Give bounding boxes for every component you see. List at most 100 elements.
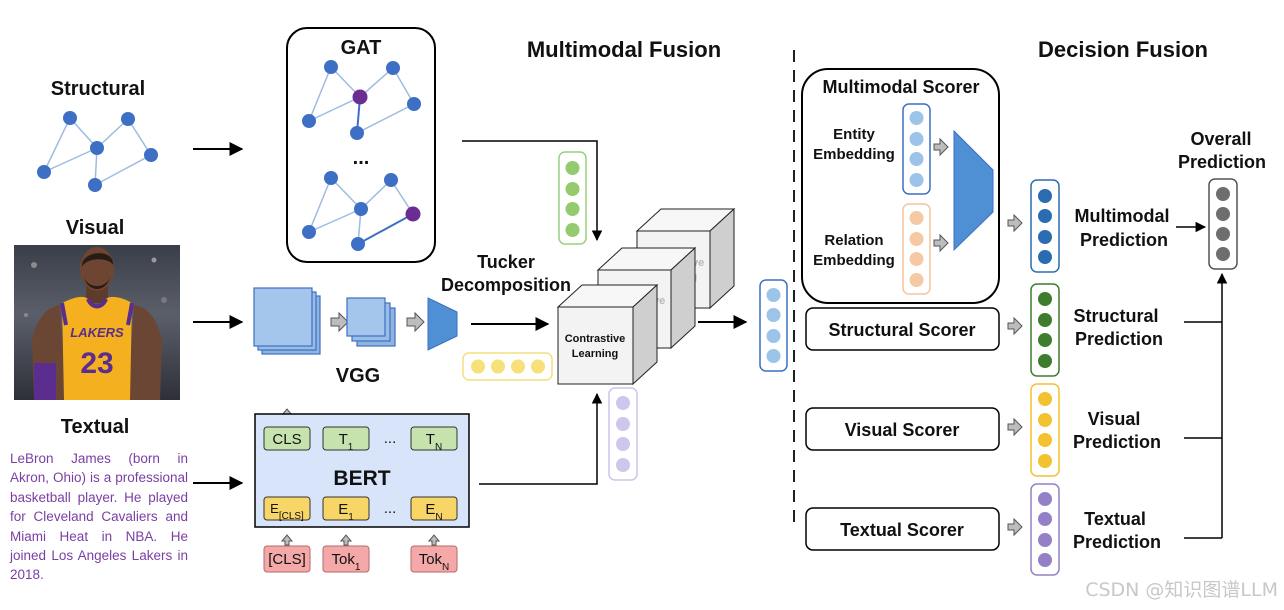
graph-node xyxy=(384,173,398,187)
bert-embedding-e1-label: E1 xyxy=(338,501,354,523)
overall-prediction-label-2: Prediction xyxy=(1178,152,1266,172)
bert-output-t1 xyxy=(322,426,370,451)
gat-to-fusion-arrow xyxy=(462,140,603,242)
bert-embedding-e1 xyxy=(322,496,370,521)
graph-node xyxy=(324,60,338,74)
bert-embedding-en-label: EN xyxy=(425,501,442,523)
graph-node xyxy=(88,178,102,192)
bert-output-cls xyxy=(263,426,311,451)
fused-feature-vector xyxy=(759,279,788,372)
bert-output-cls-label: CLS xyxy=(272,431,301,448)
contrastive-label-mid-1: Contrastive xyxy=(605,295,666,307)
graph-node xyxy=(324,171,338,185)
structural-prediction-vector xyxy=(1030,283,1060,377)
scorer-funnel xyxy=(953,129,994,252)
input-token-1-label: Tok1 xyxy=(332,551,361,573)
contrastive-label-back-2: Learning xyxy=(651,271,697,283)
vgg-block xyxy=(253,287,458,355)
structural-prediction-label-2: Prediction xyxy=(1075,329,1163,349)
bert-embedding-cls xyxy=(263,496,311,521)
bert-output-t1-label: T1 xyxy=(339,431,354,453)
graph-node xyxy=(407,97,421,111)
multimodal-scorer-label: Multimodal Scorer xyxy=(822,77,979,97)
input-token-cls-label: [CLS] xyxy=(268,551,306,568)
gat-box xyxy=(286,27,436,263)
entity-embedding-label-1: Entity xyxy=(833,126,875,143)
multimodal-fusion-title: Multimodal Fusion xyxy=(527,37,721,62)
structural-scorer-label: Structural Scorer xyxy=(828,320,975,340)
graph-node xyxy=(386,61,400,75)
relation-embedding-label-1: Relation xyxy=(824,232,883,249)
input-token-1 xyxy=(322,545,370,573)
multimodal-prediction-vector xyxy=(1030,179,1060,273)
player-illustration: LAKERS 23 xyxy=(24,247,167,400)
entity-embedding-vector xyxy=(902,103,931,195)
graph-node xyxy=(302,225,316,239)
target-node xyxy=(352,89,368,105)
graph-node xyxy=(350,126,364,140)
textual-prediction-label-1: Textual xyxy=(1084,509,1146,529)
gat-ellipsis: ... xyxy=(353,147,370,169)
bert-embedding-cls-label: E[CLS] xyxy=(270,501,304,522)
bert-embedding-ellipsis: ... xyxy=(384,500,397,517)
graph-node xyxy=(121,112,135,126)
contrastive-label-front-1: Contrastive xyxy=(565,333,626,345)
bert-embedding-en xyxy=(410,496,458,521)
entity-embedding-label-2: Embedding xyxy=(813,146,895,163)
input-token-n-label: TokN xyxy=(419,551,450,573)
decision-fusion-title: Decision Fusion xyxy=(1038,37,1208,62)
graph-node xyxy=(302,114,316,128)
structural-prediction-label-1: Structural xyxy=(1073,306,1158,326)
textual-prediction-label-2: Prediction xyxy=(1073,532,1161,552)
relation-embedding-label-2: Embedding xyxy=(813,252,895,269)
multimodal-scorer-box xyxy=(801,68,1000,304)
bio-text: LeBron James (born in Akron, Ohio) is a … xyxy=(10,451,188,583)
target-node xyxy=(405,206,421,222)
graph-node xyxy=(37,165,51,179)
overall-prediction-label-1: Overall xyxy=(1190,129,1251,149)
contrastive-cube-back: Contrastive Learning xyxy=(635,207,736,310)
bert-output-tn-label: TN xyxy=(426,431,442,453)
visual-prediction-vector xyxy=(1030,383,1060,477)
multimodal-prediction-label-1: Multimodal xyxy=(1075,206,1170,226)
bert-box xyxy=(254,413,470,528)
relation-embedding-vector xyxy=(902,203,931,295)
gat-label: GAT xyxy=(341,37,382,59)
tucker-label-line2: Decomposition xyxy=(441,275,571,295)
visual-label: Visual xyxy=(66,217,125,239)
input-token-n xyxy=(410,545,458,573)
structural-feature-vector xyxy=(558,151,587,245)
bert-label: BERT xyxy=(333,467,390,490)
graph-node xyxy=(63,111,77,125)
lebron-photo: LAKERS 23 xyxy=(14,245,180,400)
textual-scorer-label: Textual Scorer xyxy=(840,520,964,540)
visual-scorer-box xyxy=(805,407,1000,451)
bert-to-fusion-arrow xyxy=(479,392,603,485)
bert-output-tn xyxy=(410,426,458,451)
textual-prediction-vector xyxy=(1030,483,1060,576)
visual-prediction-label-2: Prediction xyxy=(1073,432,1161,452)
contrastive-cube-front: Contrastive Learning xyxy=(556,283,659,386)
visual-feature-vector xyxy=(462,352,553,381)
structural-graph-icon xyxy=(43,117,152,186)
textual-label: Textual xyxy=(61,416,130,438)
contrastive-label-front-2: Learning xyxy=(572,348,618,360)
structural-scorer-box xyxy=(805,307,1000,351)
bert-output-ellipsis: ... xyxy=(384,430,397,447)
visual-scorer-label: Visual Scorer xyxy=(845,420,960,440)
input-token-cls xyxy=(263,545,311,573)
watermark: CSDN @知识图谱LLM xyxy=(1085,579,1278,601)
jersey-text: LAKERS xyxy=(70,325,124,340)
vgg-label: VGG xyxy=(336,365,380,387)
graph-node xyxy=(90,141,104,155)
multimodal-prediction-label-2: Prediction xyxy=(1080,230,1168,250)
graph-node xyxy=(144,148,158,162)
graph-node xyxy=(351,237,365,251)
textual-scorer-box xyxy=(805,507,1000,551)
overall-prediction-vector xyxy=(1208,178,1238,270)
contrastive-cube-middle: Contrastive Learning xyxy=(596,246,697,350)
graph-node xyxy=(354,202,368,216)
structural-label: Structural xyxy=(51,78,145,100)
jersey-number: 23 xyxy=(80,347,113,380)
